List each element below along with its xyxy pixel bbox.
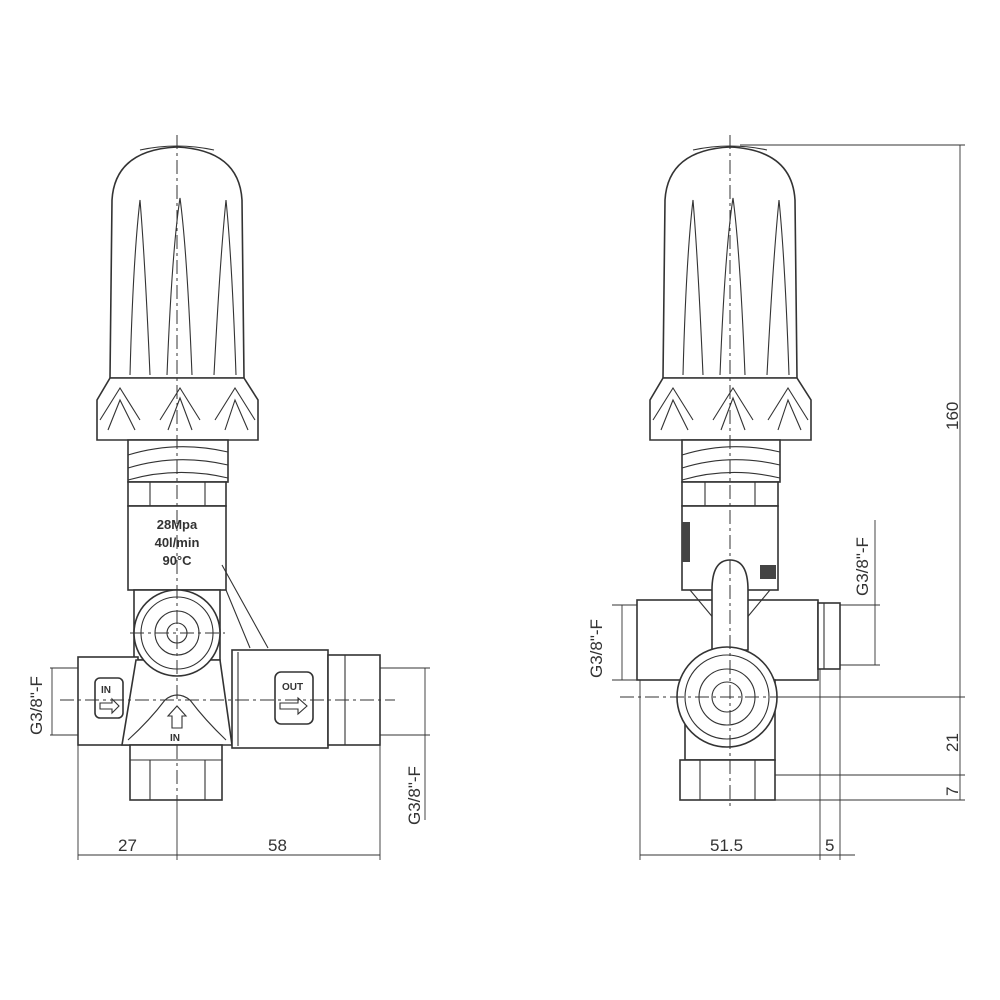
dim-21: 21 — [943, 733, 962, 752]
base-port-side — [679, 759, 776, 801]
thread-inlet-label: G3/8"-F — [27, 676, 46, 735]
dim-160: 160 — [943, 402, 962, 430]
in-label-bottom: IN — [170, 733, 180, 744]
side-dimensions: 160 21 7 51.5 5 G3/8"-F G3/8"-F — [587, 144, 965, 860]
inlet-bottom-port — [129, 744, 223, 801]
dim-58: 58 — [268, 836, 287, 855]
thread-left-label: G3/8"-F — [587, 619, 606, 678]
thread-right-label: G3/8"-F — [853, 537, 872, 596]
side-view: 160 21 7 51.5 5 G3/8"-F G3/8"-F — [587, 135, 965, 860]
dim-7: 7 — [943, 787, 962, 796]
spring — [127, 439, 229, 483]
dim-5: 5 — [825, 836, 834, 855]
out-label: OUT — [282, 682, 303, 693]
side-fitting — [817, 602, 841, 670]
front-dimensions: 27 58 G3/8"-F G3/8"-F — [27, 667, 430, 860]
body-label-pressure: 28Mpa — [157, 517, 198, 532]
in-label-side: IN — [101, 685, 111, 696]
front-view: 28Mpa 40l/min 90°C IN IN OUT 27 58 G3/ — [27, 135, 430, 860]
bypass-strut — [221, 564, 269, 649]
dim-51-5: 51.5 — [710, 836, 743, 855]
thread-outlet-label: G3/8"-F — [405, 766, 424, 825]
dim-27: 27 — [118, 836, 137, 855]
